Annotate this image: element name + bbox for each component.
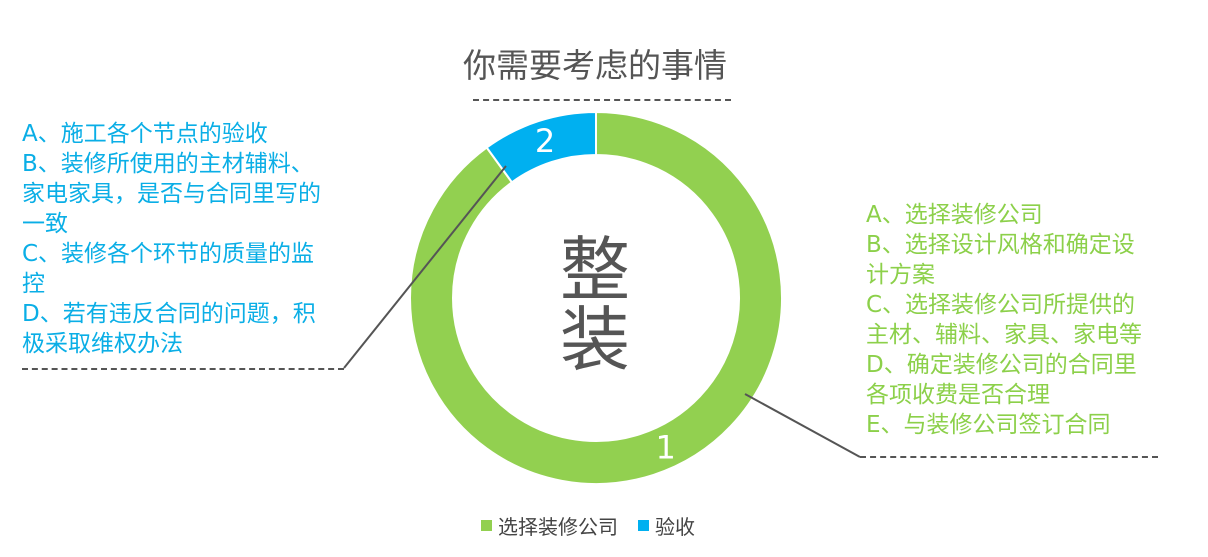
- leader-line-select-company: [744, 393, 861, 458]
- legend-item: 选择装修公司: [481, 511, 618, 540]
- note-line: E、与装修公司签订合同: [866, 412, 1111, 438]
- note-line: 各项收费是否合理: [866, 382, 1050, 408]
- chart-legend: 选择装修公司 验收: [481, 511, 715, 539]
- select-company-notes: A、选择装修公司 B、选择设计风格和确定设计方案 C、选择装修公司所提供的主材、辅料…: [866, 200, 1186, 440]
- note-line: B、选择设计风格和确定设: [866, 232, 1135, 258]
- note-line: D、若有违反合同的问题，积: [22, 301, 316, 327]
- note-line: A、施工各个节点的验收: [22, 121, 268, 147]
- legend-label: 选择装修公司: [498, 514, 618, 539]
- slice-2: [485, 110, 597, 184]
- note-line: 控: [22, 271, 45, 297]
- note-line: B、装修所使用的主材辅料、: [22, 151, 314, 177]
- center-label-zheng: 整: [560, 229, 630, 311]
- donut-slice-labels: 12: [535, 122, 676, 466]
- note-line: 极采取维权办法: [22, 331, 183, 357]
- donut-slices: [409, 110, 783, 485]
- note-line: C、选择装修公司所提供的: [866, 292, 1136, 318]
- slice-label-2: 2: [535, 122, 555, 160]
- legend-swatch: [481, 519, 492, 531]
- note-line: D、确定装修公司的合同里: [866, 352, 1137, 378]
- note-line: 计方案: [866, 262, 935, 288]
- note-line: 一致: [22, 211, 68, 237]
- legend-label: 验收: [655, 514, 695, 539]
- note-line: 主材、辅料、家具、家电等: [866, 322, 1142, 348]
- legend-item: 验收: [638, 511, 695, 540]
- slice-label-1: 1: [656, 429, 676, 467]
- slice-1: [409, 110, 783, 485]
- chart-title: 你需要考虑的事情: [463, 46, 727, 85]
- note-line: A、选择装修公司: [866, 202, 1043, 228]
- title-underline: [473, 99, 731, 101]
- note-line: 家电家具，是否与合同里写的: [22, 181, 321, 207]
- note-line: C、装修各个环节的质量的监: [22, 241, 315, 267]
- acceptance-notes: A、施工各个节点的验收 B、装修所使用的主材辅料、家电家具，是否与合同里写的一致 C…: [22, 119, 362, 359]
- right-dashed-line: [860, 456, 1158, 458]
- leader-line-acceptance: [343, 165, 507, 369]
- left-dashed-line: [22, 368, 344, 370]
- center-label-zhuang: 装: [560, 299, 630, 381]
- legend-swatch: [638, 519, 649, 531]
